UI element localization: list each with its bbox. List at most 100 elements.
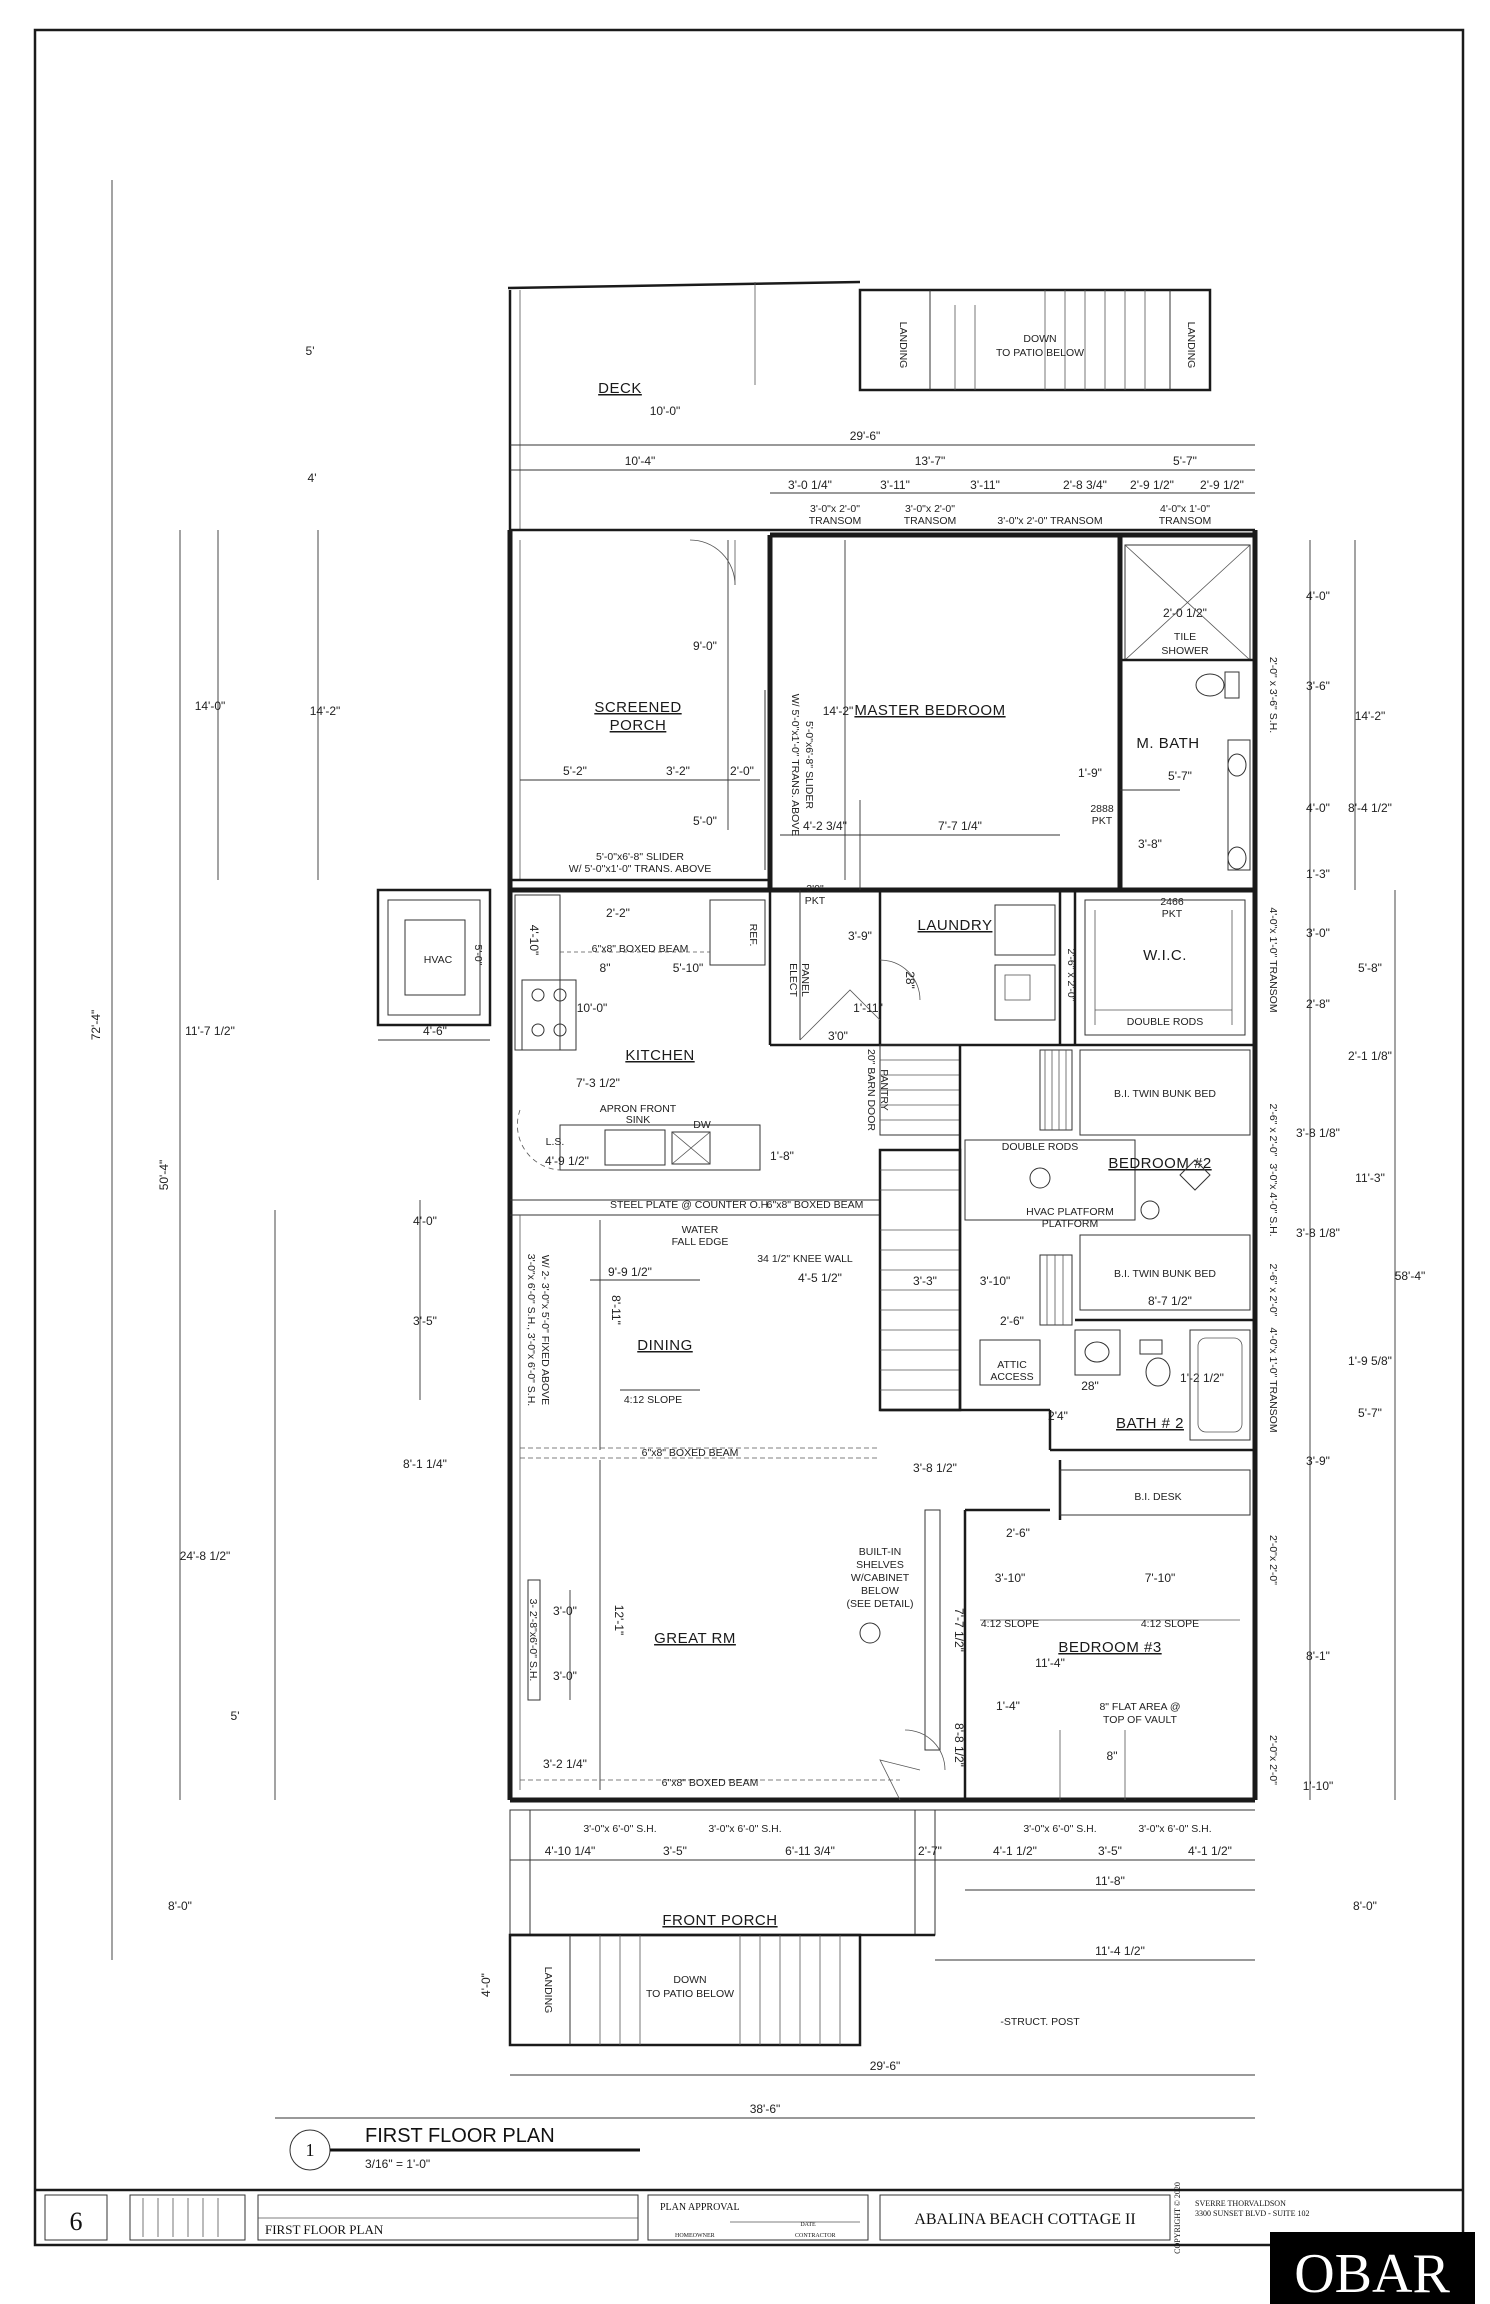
dim-top-2-9-1-2b: 2'-9 1/2" [1200,478,1244,492]
dim-right-1-10: 1'-10" [1303,1779,1334,1793]
win-bed3-2: 2'-0"x 2'-0" [1267,1735,1279,1785]
front-porch-label: FRONT PORCH [662,1912,777,1929]
dim-right-14-2: 14'-2" [1355,709,1386,723]
great-room-label: GREAT RM [654,1630,736,1647]
dim-right-11-3: 11'-3" [1355,1171,1385,1185]
down-bottom-label-2: TO PATIO BELOW [646,1988,734,2000]
elect-panel-1: ELECT [787,963,799,997]
pkt-3068-1: 3'0" [806,883,824,895]
dim-k-7-3-1-2: 7'-3 1/2" [576,1076,620,1090]
dim-d-3-10: 3'-10" [980,1274,1011,1288]
dim-right-58-4: 58'-4" [1395,1269,1426,1283]
dim-k-4-10: 4'-10" [527,925,541,956]
built-in-1: BUILT-IN [859,1546,901,1558]
dim-k-3-9: 3'-9" [848,929,872,943]
titleblock-name: FIRST FLOOR PLAN [265,2222,384,2237]
dim-k-5-10: 5'-10" [673,961,704,975]
landing-bottom-label: LANDING [542,1967,554,2014]
down-top-label: DOWN [1023,333,1056,345]
built-in-2: SHELVES [856,1559,904,1571]
dim-right-1-9-5-8: 1'-9 5/8" [1348,1354,1392,1368]
dim-left-14-2: 14'-2" [310,704,341,718]
hvac-platform-1: HVAC PLATFORM [1026,1206,1114,1218]
project-name: ABALINA BEACH COTTAGE II [914,2211,1135,2228]
water-fall-1: WATER [682,1224,719,1236]
dim-right-4-0: 4'-0" [1306,589,1330,603]
plan-approval-label: PLAN APPROVAL [660,2202,740,2213]
dw-label: DW [693,1119,711,1131]
plan-title-text: FIRST FLOOR PLAN [365,2125,555,2147]
laundry-label: LAUNDRY [918,917,993,934]
dim-d-2-6: 2'-6" [1000,1314,1024,1328]
dim-hvac-4-6: 4'-6" [423,1024,447,1038]
dim-d-28: 28" [1081,1379,1099,1393]
dim-mb-7-7-1-4: 7'-7 1/4" [938,819,982,833]
dim-bot-3-5b: 3'-5" [1098,1844,1122,1858]
dim-b3-11-4: 11'-4" [1035,1656,1065,1670]
dim-b3-3-10: 3'-10" [995,1571,1026,1585]
win-great: 3- 2'-8"x6'-0" S.H. [527,1599,539,1682]
dim-right-5-8: 5'-8" [1358,961,1382,975]
dim-g-3-0a: 3'-0" [553,1604,577,1618]
screened-label-2: PORCH [610,717,667,734]
great-room: 3- 2'-8"x6'-0" S.H. 3'-0" 3'-0" 12'-1" G… [520,1460,966,1801]
dim-left-14-0: 14'-0" [195,699,226,713]
dim-top-3-11a: 3'-11" [880,478,910,492]
screened-label-1: SCREENED [594,699,681,716]
boxed-beam-1: 6"x8" BOXED BEAM [592,943,689,955]
right-dimensions: 4'-0" 3'-6" 4'-0" 1'-3" 3'-0" 2'-8" 3'-8… [1267,540,1425,1913]
dim-d-3-3: 3'-3" [913,1274,937,1288]
pkt-2466-2: PKT [1162,908,1183,920]
dim-right-3-8-1-8b: 3'-8 1/8" [1296,1226,1340,1240]
dim-top-29-6: 29'-6" [850,429,881,443]
dim-left-4-0b: 4'-0" [479,1973,493,1997]
dim-g-1-4: 1'-4" [996,1699,1020,1713]
title-block: 6 FIRST FLOOR PLAN PLAN APPROVAL DATE HO… [35,2182,1463,2254]
dim-bot-38-6: 38'-6" [750,2102,781,2116]
landing-top-label-2: LANDING [1185,322,1197,369]
dim-top-2-9-1-2a: 2'-9 1/2" [1130,478,1174,492]
screened-porch: SCREENED PORCH 9'-0" 5'-2" 3'-2" 2'-0" 5… [510,535,773,890]
dim-right-1-3: 1'-3" [1306,867,1330,881]
dim-porch-5-0: 5'-0" [693,814,717,828]
dim-porch-9-0: 9'-0" [693,639,717,653]
dim-d-9-9-1-2: 9'-9 1/2" [608,1265,652,1279]
dim-k-3-0: 3'0" [828,1029,848,1043]
dim-k-28: 28" [903,971,917,989]
transom-1a: 3'-0"x 2'-0" [810,503,860,515]
master-bedroom-label: MASTER BEDROOM [854,702,1005,719]
transom-2b: TRANSOM [904,515,957,527]
slider-master-2: 5'-0"x6'-8" SLIDER [803,721,815,809]
dim-g-8-8-1-2: 8'-8 1/2" [952,1723,966,1767]
approval-date: DATE [800,2222,816,2228]
master-bedroom: MASTER BEDROOM W/ 5'-0"x1'-0" TRANS. ABO… [764,535,1255,893]
sheet-number: 6 [70,2207,83,2236]
elect-panel-2: PANEL [799,963,811,997]
dim-left-50-4: 50'-4" [157,1160,171,1191]
dim-mb-14-2: 14'-2" [823,704,854,718]
bedroom-2: B.I. TWIN BUNK BED DOUBLE RODS BEDROOM #… [913,1043,1255,1410]
transom-4a: 4'-0"x 1'-0" [1160,503,1210,515]
dim-right-2-8: 2'-8" [1306,997,1330,1011]
win-front-3: 3'-0"x 6'-0" S.H. [1023,1823,1096,1835]
shower-label-2: SHOWER [1161,645,1209,657]
dim-right-3-0: 3'-0" [1306,926,1330,940]
dim-k-4-9-1-2: 4'-9 1/2" [545,1154,589,1168]
exterior-walls [507,530,1258,1803]
master-bath-label: M. BATH [1136,735,1199,752]
dim-left-8-0: 8'-0" [168,1899,192,1913]
dim-right-3-6: 3'-6" [1306,679,1330,693]
win-front-4: 3'-0"x 6'-0" S.H. [1138,1823,1211,1835]
dim-left-8-1-1-4: 8'-1 1/4" [403,1457,447,1471]
dim-d-2-4: 2'4" [1048,1409,1068,1423]
kitchen: REF. 6"x8" BOXED BEAM 2'-2" 4'-10" 8" 5'… [510,887,880,1265]
approval-contractor: CONTRACTOR [795,2233,836,2239]
top-dimensions: 29'-6" 10'-4" 13'-7" 5'-7" 3'-0 1/4" 3'-… [510,429,1255,527]
designer-line-2: 3300 SUNSET BLVD - SUITE 102 [1195,2209,1309,2218]
kitchen-label: KITCHEN [625,1047,694,1064]
double-rods-wic: DOUBLE RODS [1127,1016,1203,1028]
built-in-5: (SEE DETAIL) [847,1598,914,1610]
dim-mb-1-9: 1'-9" [1078,766,1102,780]
barn-door-pantry-1: 20" BARN DOOR [865,1049,877,1131]
bedroom-3: B.I. DESK 2'-6" 3'-10" 7'-10" 4:12 SLOPE… [963,1460,1251,1800]
